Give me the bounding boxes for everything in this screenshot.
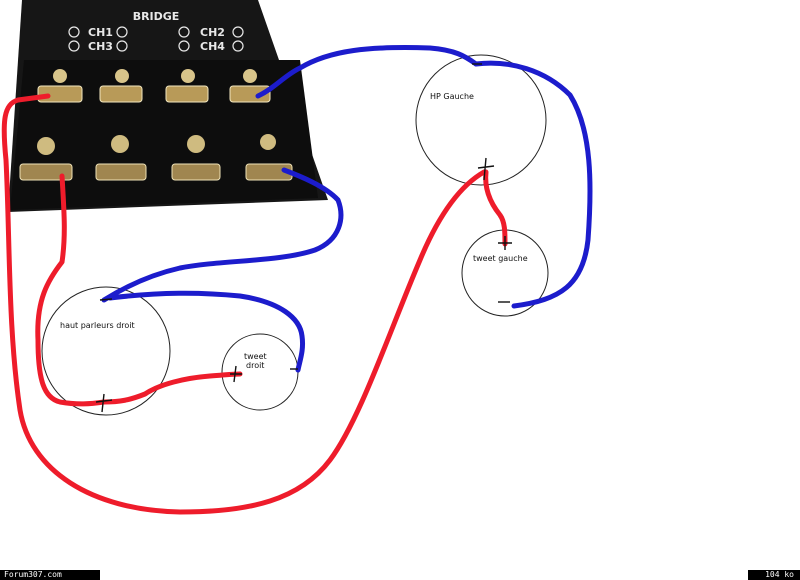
- tweet-droit-plus-icon: [230, 365, 242, 383]
- red-wire-droit-to-tweet: [101, 371, 243, 405]
- hp-gauche-speaker: [415, 54, 547, 186]
- tweet-droit-label-line2: droit: [246, 361, 265, 370]
- tweet-droit-label-line1: tweet: [244, 352, 267, 361]
- blue-wire-hp-to-tweet: [473, 60, 593, 309]
- ch3-label: CH3: [88, 40, 113, 53]
- hp-gauche-plus-icon: [477, 157, 495, 181]
- ch1-label: CH1: [88, 26, 113, 39]
- polarity-marks: [95, 63, 512, 413]
- blue-wire-droit: [101, 167, 344, 303]
- ch4-label: CH4: [200, 40, 225, 53]
- red-wire-main: [1, 93, 487, 515]
- blue-wire-droit-to-tweet: [107, 290, 305, 373]
- hp-gauche-label: HP Gauche: [430, 92, 474, 101]
- haut-parleurs-droit-label: haut parleurs droit: [60, 321, 135, 330]
- amplifier-terminal-block: BRIDGE CH1 CH3 CH2 CH4: [8, 0, 328, 212]
- bridge-label: BRIDGE: [133, 10, 180, 23]
- red-wire-droit-feed: [35, 173, 107, 407]
- blue-wire-hp-gauche: [255, 45, 479, 99]
- red-wire-hp-to-tweet: [483, 169, 508, 247]
- tweet-gauche-plus-icon: [498, 236, 512, 250]
- footer-site-label: Forum307.com: [0, 570, 100, 580]
- ch2-label: CH2: [200, 26, 225, 39]
- droit-plus-icon: [95, 393, 113, 413]
- footer-size-label: 104 ko: [748, 570, 800, 580]
- droit-minus-icon: [99, 298, 113, 301]
- polarity-icon: [68, 26, 244, 52]
- haut-parleurs-droit-speaker: [41, 286, 171, 416]
- tweet-gauche-label: tweet gauche: [473, 254, 528, 263]
